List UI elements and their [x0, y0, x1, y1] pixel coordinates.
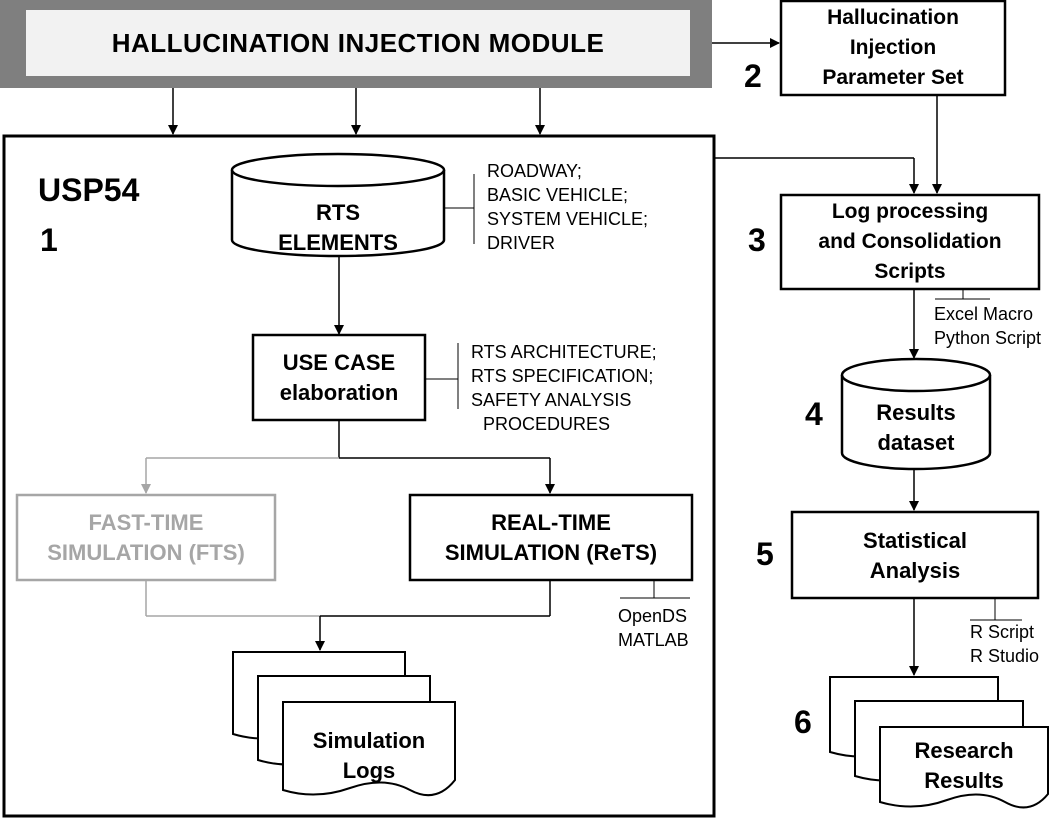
usecase-note-safety: SAFETY ANALYSIS	[471, 390, 632, 410]
param-set-label: Hallucination Injection Parameter Set	[822, 6, 964, 89]
rets-label: REAL-TIME SIMULATION (ReTS)	[444, 510, 658, 565]
rts-note-driver: DRIVER	[487, 233, 556, 253]
use-case-label: USE CASE elaboration	[279, 350, 399, 405]
fts-label: FAST-TIME SIMULATION (FTS)	[47, 510, 245, 565]
results-dataset-cylinder	[840, 357, 992, 471]
rets-tool-opends: OpenDS	[618, 606, 688, 626]
rts-elements-cylinder	[230, 152, 446, 258]
usecase-note-procedures: PROCEDURES	[483, 414, 611, 434]
scripts-tool-excel: Excel Macro	[934, 304, 1034, 324]
use-case-box	[251, 333, 427, 422]
use-case-notes: RTS ARCHITECTURE; RTS SPECIFICATION; SAF…	[471, 340, 711, 436]
research-results-stack	[829, 676, 1049, 809]
usecase-note-specification: RTS SPECIFICATION;	[471, 366, 654, 386]
stats-box	[790, 510, 1040, 600]
rts-note-system-vehicle: SYSTEM VEHICLE;	[487, 209, 649, 229]
stats-tools: R Script R Studio	[970, 620, 1058, 668]
usp54-number: 1	[40, 222, 58, 258]
rts-note-basic-vehicle: BASIC VEHICLE;	[487, 185, 629, 205]
rets-tool-matlab: MATLAB	[618, 630, 689, 650]
param-set-box	[779, 0, 1007, 97]
step-6-number: 6	[794, 704, 812, 740]
scripts-label: Log processing and Consolidation Scripts	[818, 200, 1002, 283]
usp54-container	[2, 134, 716, 818]
rts-elements-notes: ROADWAY; BASIC VEHICLE; SYSTEM VEHICLE; …	[487, 159, 707, 255]
scripts-tools: Excel Macro Python Script	[934, 302, 1060, 350]
usecase-note-architecture: RTS ARCHITECTURE;	[471, 342, 657, 362]
rets-box	[408, 493, 694, 582]
stats-tool-r-studio: R Studio	[970, 646, 1040, 666]
rts-note-roadway: ROADWAY;	[487, 161, 582, 181]
rts-elements-label: RTS ELEMENTS	[278, 200, 398, 255]
step-5-number: 5	[756, 536, 774, 572]
fts-box	[15, 493, 277, 582]
scripts-box	[779, 193, 1041, 291]
step-3-number: 3	[748, 222, 766, 258]
module-title: HALLUCINATION INJECTION MODULE	[111, 28, 605, 58]
research-results-label: Research Results	[914, 738, 1014, 793]
usp54-title: USP54	[38, 172, 140, 208]
module-inner-panel	[26, 10, 690, 76]
step-2-number: 2	[744, 58, 762, 94]
rets-tools: OpenDS MATLAB	[618, 604, 708, 652]
results-dataset-label: Results dataset	[876, 400, 956, 455]
stats-tool-r-script: R Script	[970, 622, 1035, 642]
simulation-logs-label: Simulation Logs	[312, 728, 426, 783]
simulation-logs-stack	[232, 651, 456, 797]
step-4-number: 4	[805, 396, 823, 432]
stats-label: Statistical Analysis	[863, 528, 967, 583]
scripts-tool-python: Python Script	[934, 328, 1042, 348]
